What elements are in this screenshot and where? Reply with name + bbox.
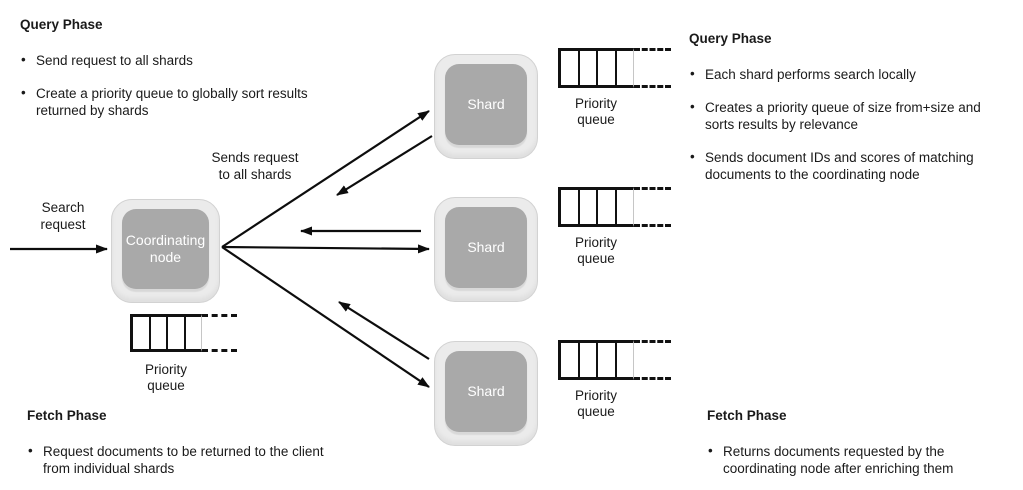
coordinating-to-shard-2-arrow [221, 244, 430, 254]
queue-continuation-icon [634, 48, 671, 88]
coordinating-node: Coordinating node [111, 199, 220, 303]
queue-cell [617, 190, 634, 224]
queue-cell [617, 343, 634, 377]
note-bullet: Create a priority queue to globally sort… [20, 84, 310, 119]
queue-continuation-icon [634, 340, 671, 380]
queue-cell [580, 343, 598, 377]
priority-queue-shard-1: Priority queue [558, 48, 671, 127]
queue-cell [186, 317, 202, 349]
queue-cell [151, 317, 168, 349]
note-query-phase-coordinating: Query Phase Send request to all shards C… [20, 16, 310, 119]
queue-cell [598, 190, 617, 224]
note-list: Send request to all shards Create a prio… [20, 51, 310, 119]
search-request-label: Search request [40, 200, 86, 232]
priority-queue-icon [558, 48, 634, 88]
queue-continuation-icon [202, 314, 237, 352]
priority-queue-icon [558, 187, 634, 227]
shard-node-1: Shard [434, 54, 538, 159]
sends-request-label: Sends request to all shards [211, 150, 299, 182]
note-bullet: Returns documents requested by the coord… [707, 442, 963, 477]
note-bullet: Request documents to be returned to the … [27, 442, 349, 477]
queue-continuation-icon [634, 187, 671, 227]
queue-cell [561, 343, 580, 377]
shard-node-label: Shard [445, 351, 527, 432]
priority-queue-label: Priority queue [574, 96, 617, 127]
note-fetch-phase-coordinating: Fetch Phase Request documents to be retu… [27, 407, 349, 477]
queue-cell [580, 51, 598, 85]
priority-queue-label: Priority queue [574, 235, 617, 266]
shard-node-label: Shard [445, 207, 527, 288]
priority-queue-label: Priority queue [574, 388, 617, 419]
note-list: Returns documents requested by the coord… [707, 442, 963, 477]
note-bullet: Each shard performs search locally [689, 65, 1011, 83]
queue-cell [561, 190, 580, 224]
note-fetch-phase-shards: Fetch Phase Returns documents requested … [707, 407, 963, 477]
note-bullet: Sends document IDs and scores of matchin… [689, 148, 1011, 183]
shard-node-2: Shard [434, 197, 538, 302]
shard-1-to-coordinating-arrow [336, 135, 433, 196]
priority-queue-shard-3: Priority queue [558, 340, 671, 419]
note-title: Fetch Phase [707, 408, 787, 423]
shard-node-label: Shard [445, 64, 527, 145]
note-query-phase-shards: Query Phase Each shard performs search l… [689, 30, 1011, 183]
queue-cell [580, 190, 598, 224]
queue-cell [168, 317, 186, 349]
note-title: Query Phase [689, 31, 772, 46]
priority-queue-label: Priority queue [144, 362, 187, 393]
note-bullet: Send request to all shards [20, 51, 310, 69]
queue-cell [133, 317, 151, 349]
note-bullet: Creates a priority queue of size from+si… [689, 98, 1011, 133]
queue-cell [617, 51, 634, 85]
note-list: Each shard performs search locally Creat… [689, 65, 1011, 183]
queue-cell [598, 51, 617, 85]
note-title: Fetch Phase [27, 408, 107, 423]
coordinating-to-shard-3-arrow [221, 246, 430, 388]
priority-queue-shard-2: Priority queue [558, 187, 671, 266]
queue-cell [561, 51, 580, 85]
note-list: Request documents to be returned to the … [27, 442, 349, 477]
priority-queue-icon [130, 314, 202, 352]
coordinating-node-label: Coordinating node [122, 209, 209, 289]
note-title: Query Phase [20, 17, 103, 32]
priority-queue-coordinating: Priority queue [130, 314, 237, 393]
shard-3-to-coordinating-arrow [338, 301, 430, 360]
shard-node-3: Shard [434, 341, 538, 446]
priority-queue-icon [558, 340, 634, 380]
queue-cell [598, 343, 617, 377]
